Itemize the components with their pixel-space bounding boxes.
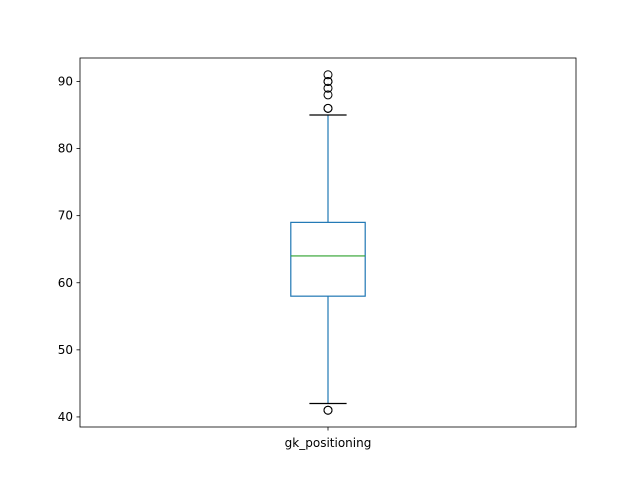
y-tick-label: 90 <box>58 74 73 88</box>
box-layer <box>290 70 366 415</box>
outlier-point <box>323 76 333 86</box>
outlier-point <box>323 83 333 93</box>
y-tick-label: 80 <box>58 142 73 156</box>
y-tick-label: 60 <box>58 276 73 290</box>
outlier-point <box>323 70 333 80</box>
outlier-point <box>323 90 333 100</box>
y-tick-label: 50 <box>58 343 73 357</box>
x-tick-label: gk_positioning <box>285 436 372 450</box>
box-iqr <box>290 221 366 297</box>
y-tick-label: 40 <box>58 410 73 424</box>
outlier-point <box>323 103 333 113</box>
plot-frame <box>79 57 577 428</box>
y-tick-label: 70 <box>58 209 73 223</box>
outlier-point <box>323 405 333 415</box>
x-axis-ticks: gk_positioning <box>285 427 372 450</box>
y-axis-ticks: 40 50 60 70 80 90 <box>58 74 80 424</box>
